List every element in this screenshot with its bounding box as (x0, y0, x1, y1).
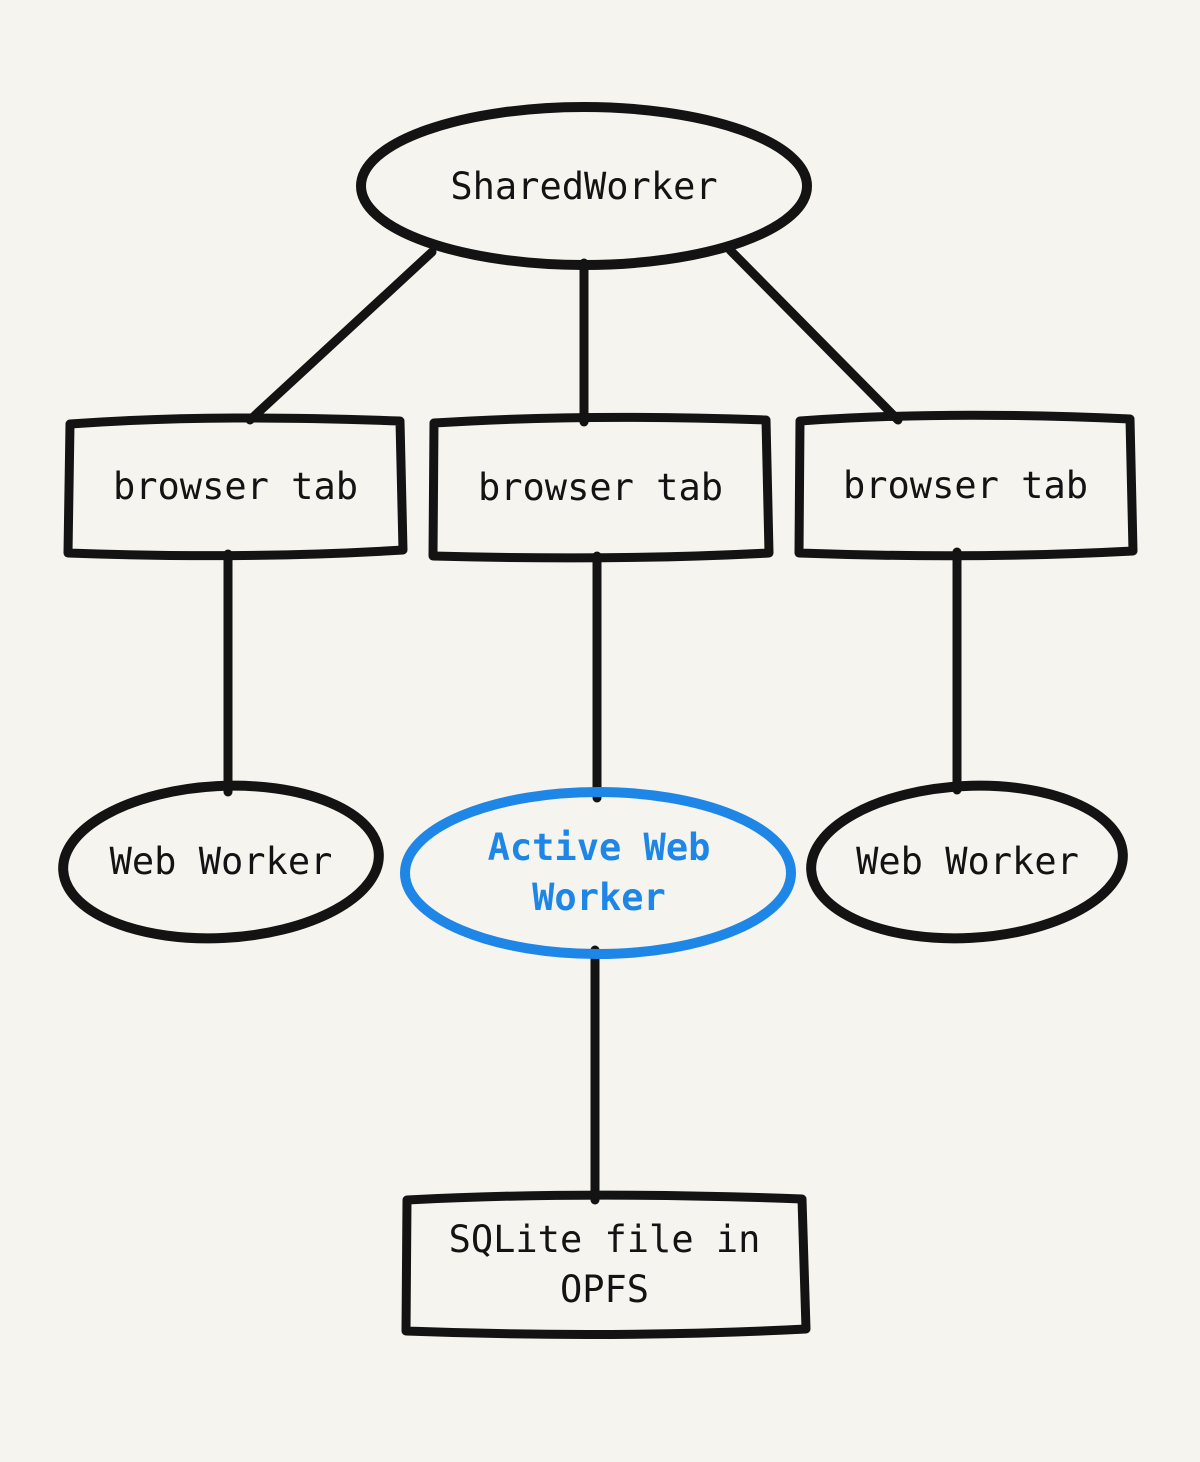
sqlite-storage-label: SQLite file in OPFS (448, 1218, 761, 1311)
browser-tab-right-label: browser tab (842, 463, 1089, 507)
active-web-worker-ellipse (400, 787, 796, 959)
browser-tab-middle-label: browser tab (477, 466, 724, 510)
web-worker-right-ellipse (806, 780, 1128, 944)
edge-sharedworker-tab-right (725, 245, 903, 425)
web-worker-left-ellipse (58, 780, 384, 944)
browser-tab-box-left (63, 413, 408, 561)
edge-sharedworker-tab-left (245, 247, 437, 425)
browser-tab-box-right (794, 410, 1138, 561)
shared-worker-label: SharedWorker (450, 165, 718, 209)
active-web-worker-label: Active Web Worker (487, 826, 711, 919)
web-worker-left-label: Web Worker (109, 840, 333, 884)
browser-tab-box-middle (428, 412, 774, 563)
browser-tab-left-label: browser tab (112, 464, 359, 508)
sqlite-storage-box (401, 1190, 811, 1340)
shared-worker-ellipse (356, 102, 812, 270)
web-worker-right-label: Web Worker (856, 840, 1079, 884)
